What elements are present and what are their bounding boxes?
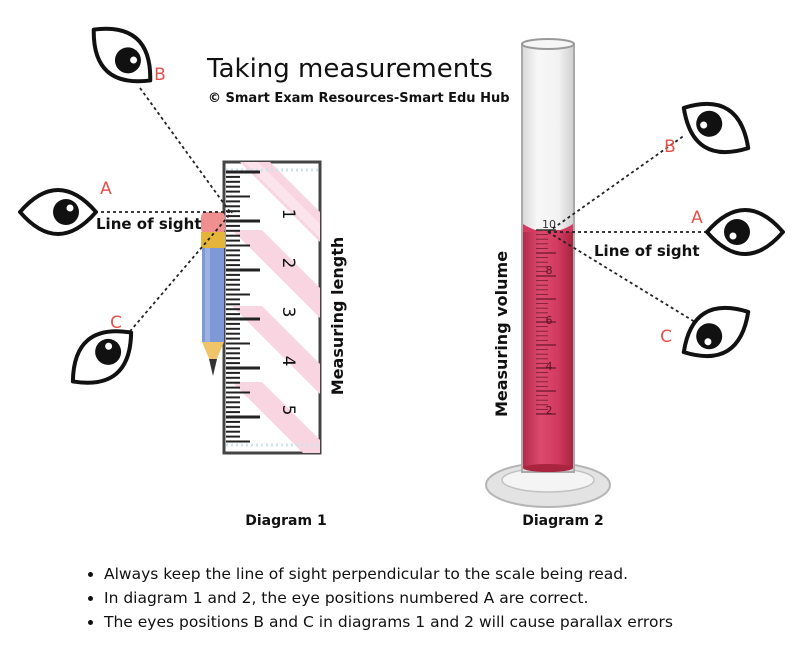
measuring-cylinder: 10 8 6 4 2: [485, 38, 611, 508]
cylinder-liquid: [523, 230, 573, 468]
ruler-number-3: 3: [278, 307, 298, 318]
cylinder-number-6: 6: [546, 314, 553, 327]
pencil: [201, 212, 225, 376]
note-item: The eyes positions B and C in diagrams 1…: [104, 610, 673, 634]
line-of-sight-label-2: Line of sight: [594, 242, 699, 260]
diagram-1: 1 2 3 4 5 B A C Li: [18, 11, 347, 529]
cylinder-number-8: 8: [546, 264, 553, 277]
eye-b-icon: [77, 11, 167, 99]
cylinder-rim: [521, 38, 575, 50]
ruler: 1 2 3 4 5: [222, 160, 322, 455]
cylinder-number-2: 2: [546, 404, 553, 417]
ruler-number-2: 2: [278, 258, 298, 269]
pencil-band: [201, 232, 225, 248]
ruler-number-1: 1: [278, 209, 298, 220]
ruler-number-4: 4: [278, 356, 298, 367]
sight-lines-2: [547, 134, 718, 323]
notes-list: Always keep the line of sight perpendicu…: [84, 562, 673, 634]
eye-c-icon: [670, 291, 762, 373]
cylinder-number-10: 10: [542, 218, 556, 231]
diagram-1-caption: Diagram 1: [245, 513, 326, 529]
eye-label-c: C: [660, 327, 672, 347]
eye-b-icon: [670, 87, 762, 169]
eye-a-icon: [18, 188, 98, 236]
liquid-meniscus: [523, 224, 573, 232]
eye-label-b: B: [664, 137, 676, 157]
ruler-stripes: [232, 162, 320, 453]
page-title: Taking measurements: [206, 54, 493, 84]
sight-line-b: [139, 87, 231, 213]
eye-a-icon: [705, 208, 785, 256]
measuring-volume-label: Measuring volume: [492, 251, 511, 417]
measuring-length-label: Measuring length: [328, 237, 347, 396]
diagram-2-caption: Diagram 2: [522, 513, 603, 529]
eye-label-c: C: [110, 313, 122, 333]
ruler-number-5: 5: [278, 405, 298, 416]
pencil-eraser: [201, 212, 225, 234]
eye-label-a: A: [100, 179, 112, 199]
diagram-2: 10 8 6 4 2 B A C Line of sight Measuring…: [485, 38, 785, 529]
eye-label-a: A: [691, 208, 703, 228]
eye-c-icon: [56, 313, 148, 401]
eye-label-b: B: [154, 65, 166, 85]
note-item: Always keep the line of sight perpendicu…: [104, 562, 673, 586]
ruler-numbers: 1 2 3 4 5: [278, 209, 298, 416]
pencil-wood: [202, 342, 224, 368]
sight-line-b: [547, 134, 686, 233]
ruler-ticks: [226, 170, 260, 443]
sight-lines-1: [95, 87, 233, 337]
sight-line-c: [547, 231, 696, 323]
pencil-lead: [209, 359, 217, 376]
note-item: In diagram 1 and 2, the eye positions nu…: [104, 586, 673, 610]
cylinder-number-4: 4: [546, 360, 553, 373]
line-of-sight-label-1: Line of sight: [96, 215, 201, 233]
cylinder-ticks: [536, 229, 556, 415]
copyright-notice: © Smart Exam Resources-Smart Edu Hub: [208, 91, 510, 106]
